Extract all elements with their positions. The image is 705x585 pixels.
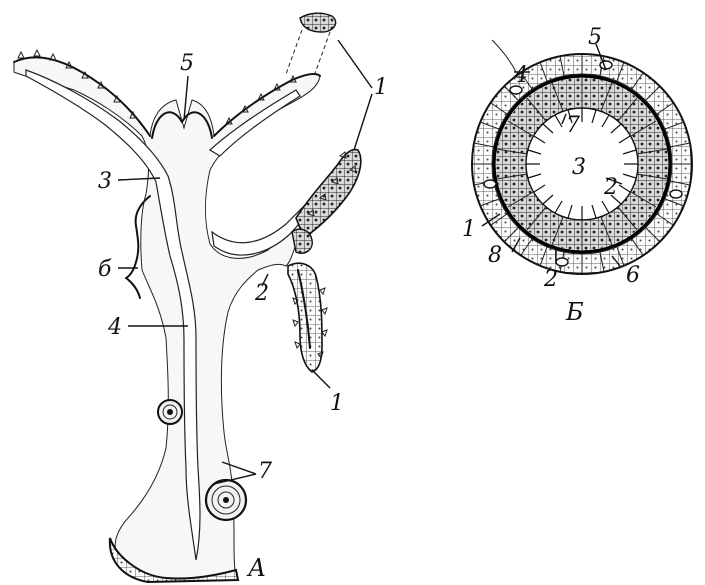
label-a-5: 5 — [180, 51, 194, 76]
label-b-8: 8 — [488, 243, 502, 268]
label-a-1-top: 1 — [374, 75, 388, 100]
label-a-1-bottom: 1 — [330, 391, 344, 416]
label-b-4: 4 — [513, 63, 528, 88]
gonad-lower — [206, 480, 246, 520]
panel-b-caption: Б — [565, 298, 584, 326]
label-a-2: 2 — [254, 281, 269, 306]
lower-tentacle — [288, 263, 322, 372]
label-b-1: 1 — [462, 217, 476, 242]
label-a-3: 3 — [98, 169, 112, 194]
gonad-upper — [158, 400, 182, 424]
label-a-7: 7 — [258, 459, 272, 484]
tentacle-tip — [300, 13, 336, 32]
label-b-2-right: 2 — [603, 175, 618, 200]
label-b-3: 3 — [572, 155, 586, 180]
label-b-5: 5 — [588, 25, 602, 50]
label-b-6: 6 — [626, 263, 640, 288]
bud-tentacle — [296, 150, 361, 238]
label-a-4: 4 — [107, 315, 122, 340]
label-b-7: 7 — [566, 113, 580, 138]
label-a-6: б — [98, 257, 112, 282]
panel-a-caption: А — [246, 554, 266, 582]
panel-a-section — [14, 13, 361, 582]
label-b-2-bottom: 2 — [543, 267, 558, 292]
